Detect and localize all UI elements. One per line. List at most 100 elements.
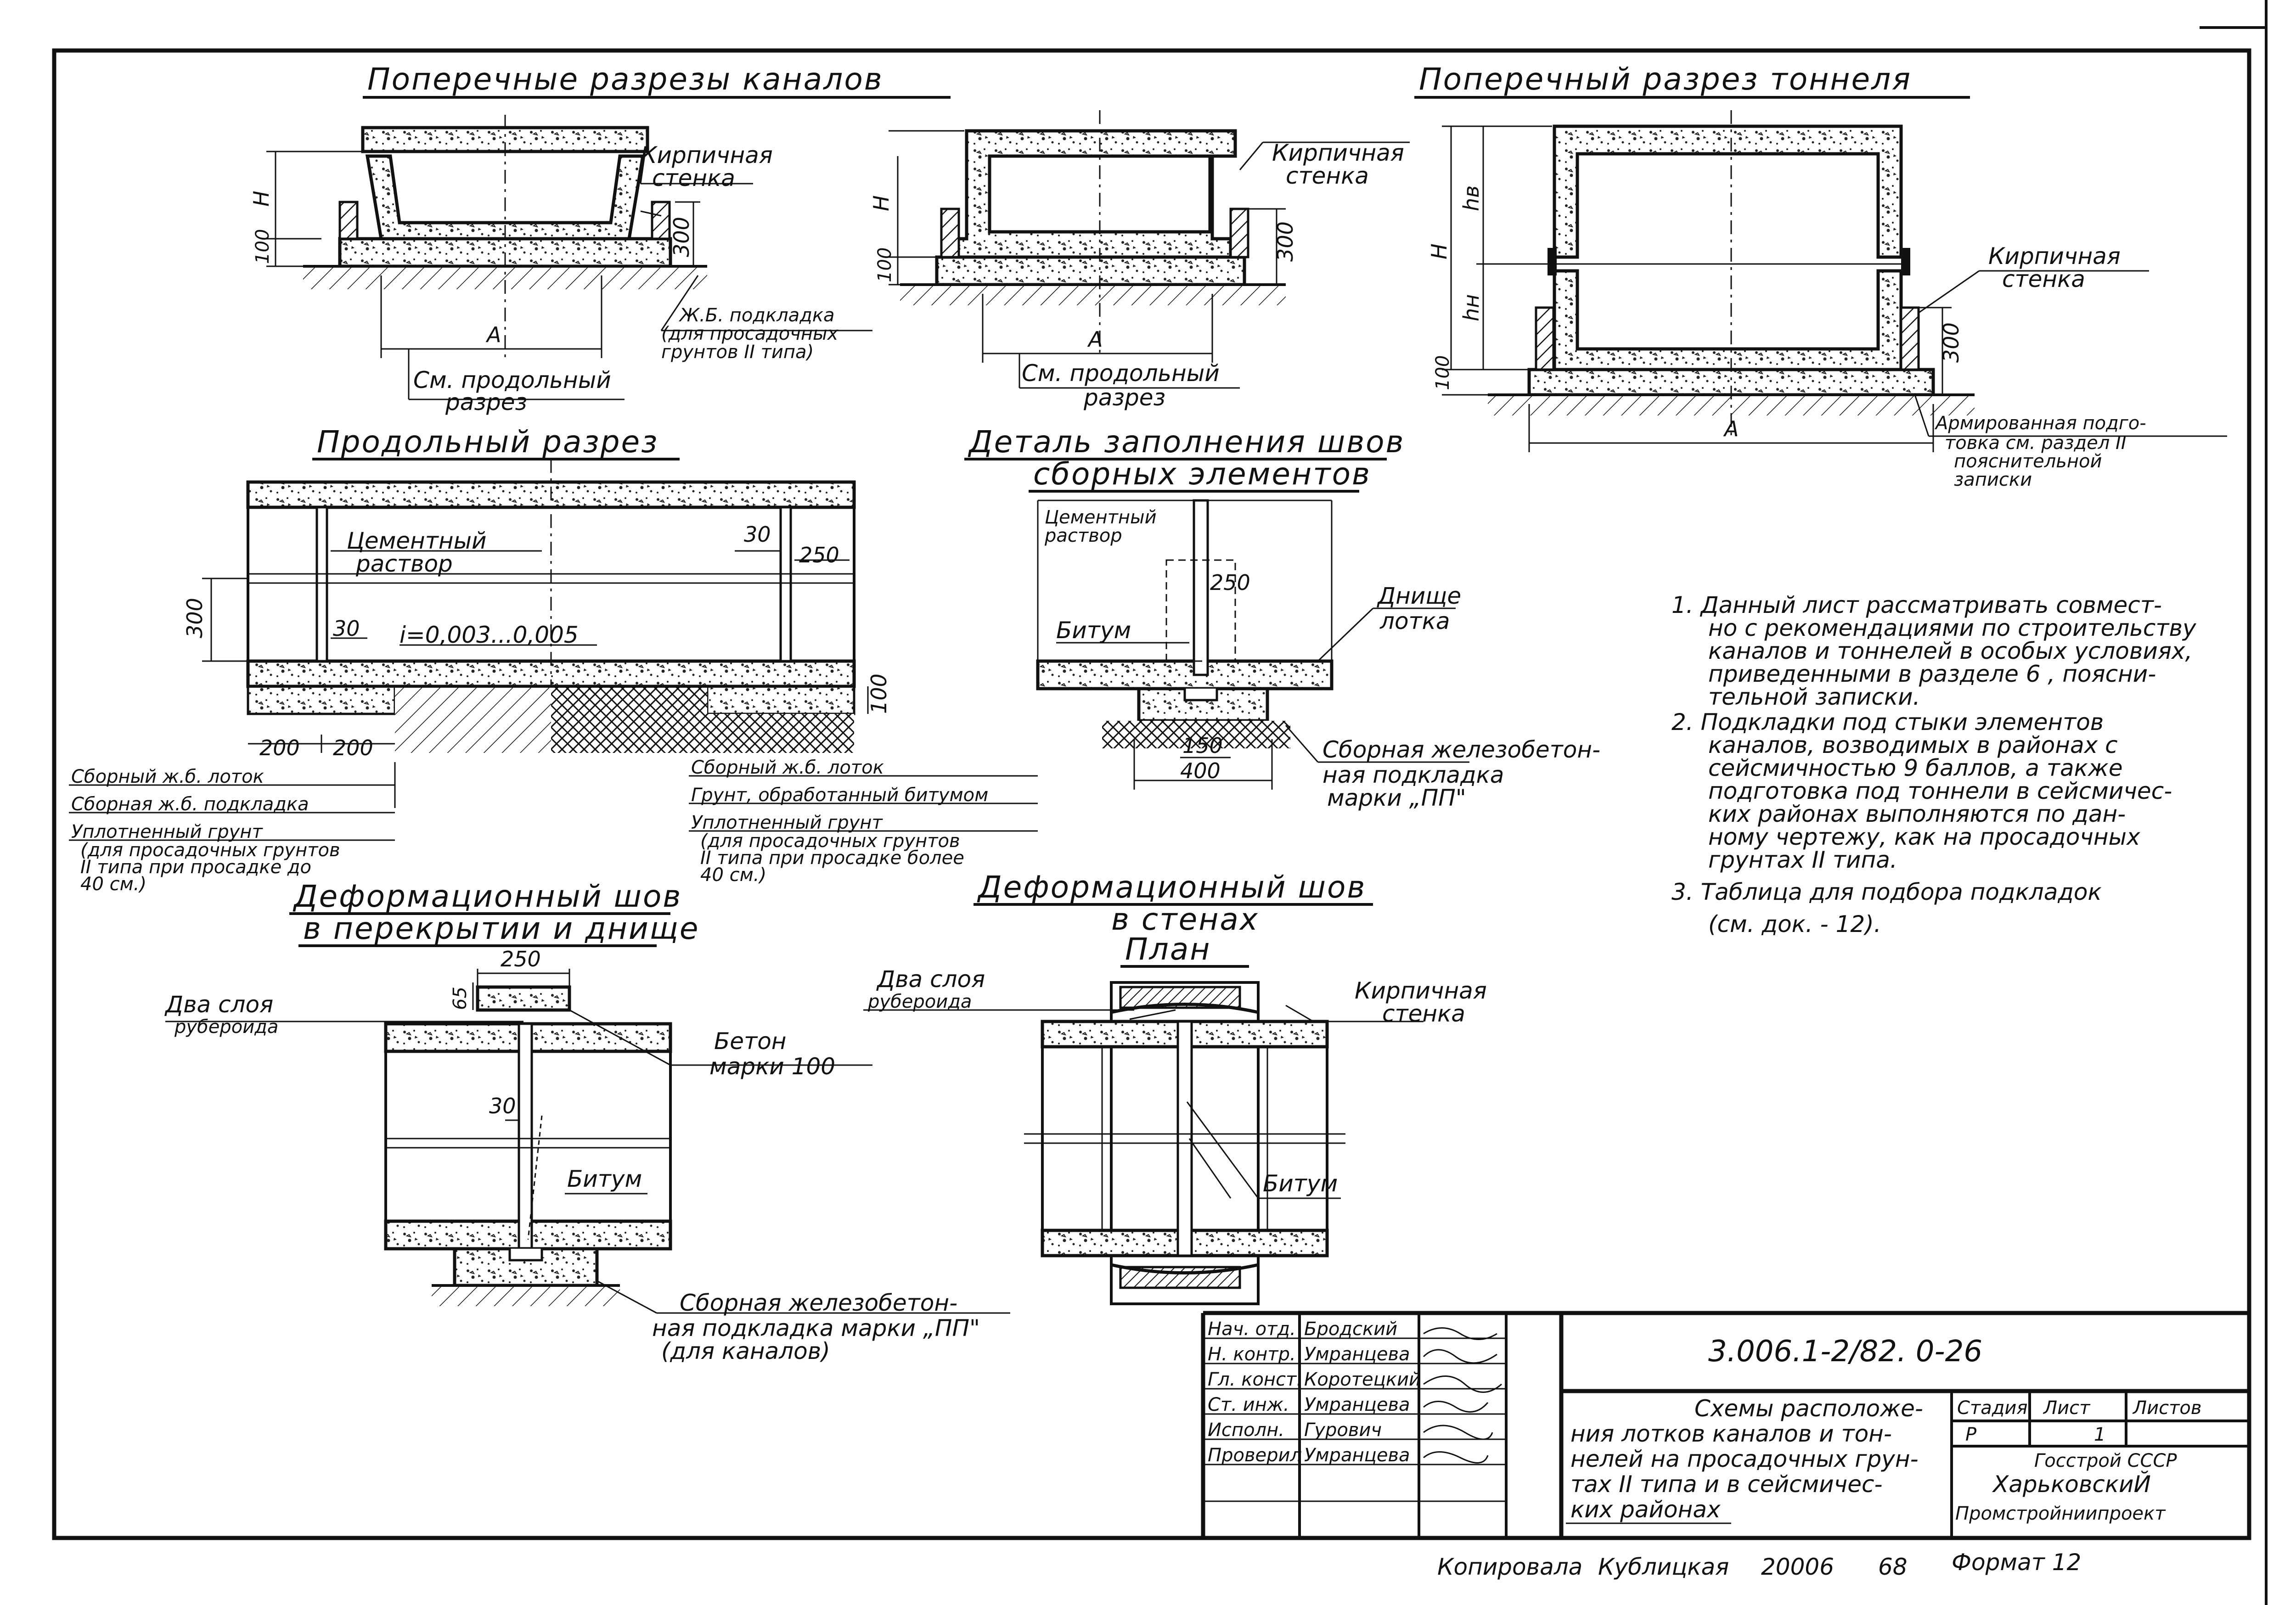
dim-250-3: 250 bbox=[501, 947, 541, 971]
note-line: 3. Таблица для подбора подкладок bbox=[1671, 879, 2102, 905]
two-layers-2a: Два слоя bbox=[876, 966, 985, 993]
tb-desc: ния лотков каналов и тон- bbox=[1570, 1420, 1892, 1447]
tb-desc: тах II типа и в сейсмичес- bbox=[1570, 1471, 1883, 1498]
tb-name: Гурович bbox=[1304, 1420, 1382, 1441]
longitudinal-section bbox=[69, 459, 1038, 841]
canal-section-1 bbox=[266, 115, 872, 400]
footer-copied: Копировала bbox=[1437, 1554, 1582, 1580]
tb-desc: ких районах bbox=[1570, 1496, 1721, 1523]
right-leg-2: Грунт, обработанный битумом bbox=[691, 785, 988, 806]
tb-role: Нач. отд. bbox=[1208, 1319, 1296, 1340]
note-line: каналов, возводимых в районах с bbox=[1708, 732, 2118, 758]
reinf-3: пояснительной bbox=[1954, 451, 2102, 472]
tb-role: Н. контр. bbox=[1208, 1344, 1296, 1365]
slope-label: i=0,003...0,005 bbox=[400, 622, 579, 648]
dim-A-1: A bbox=[485, 322, 501, 347]
cement-1a: Цементный bbox=[347, 528, 487, 554]
dim-30-2: 30 bbox=[744, 522, 771, 547]
dim-65: 65 bbox=[450, 987, 471, 1010]
tb-org-3: Промстройниипроект bbox=[1955, 1503, 2166, 1524]
tb-role: Исполн. bbox=[1208, 1420, 1284, 1441]
title-joint-1: Деталь заполнения швов bbox=[968, 424, 1405, 460]
footer-format: Формат 12 bbox=[1952, 1549, 2081, 1576]
rc-pad-2: (для просадочных bbox=[661, 323, 838, 344]
brick-wall-1b: стенка bbox=[652, 165, 735, 191]
dim-A-2: A bbox=[1087, 327, 1103, 352]
footer-copier: Кублицкая bbox=[1598, 1554, 1729, 1580]
two-layers-1b: рубероида bbox=[174, 1016, 278, 1038]
title-canal-sections: Поперечные разрезы каналов bbox=[367, 62, 884, 97]
right-leg-6: 40 см.) bbox=[700, 864, 766, 886]
precast-pad-b3: (для каналов) bbox=[661, 1338, 830, 1364]
dim-30-1: 30 bbox=[333, 616, 360, 641]
see-long-1a: См. продольный bbox=[413, 367, 611, 393]
brick-wall-1a: Кирпичная bbox=[641, 142, 773, 168]
tb-org-1: Госстрой СССР bbox=[2034, 1450, 2177, 1471]
dim-300-2: 300 bbox=[1273, 221, 1298, 262]
brick-wall-2b: стенка bbox=[1286, 163, 1369, 189]
tunnel-section bbox=[1442, 110, 2227, 452]
right-leg-1: Сборный ж.б. лоток bbox=[691, 757, 884, 778]
tb-role: Ст. инж. bbox=[1208, 1394, 1289, 1415]
tb-desc: Схемы расположе- bbox=[1694, 1395, 1923, 1422]
bitum-2: Битум bbox=[567, 1166, 642, 1192]
dim-150: 150 bbox=[1182, 733, 1223, 758]
precast-pad-3: марки „ПП" bbox=[1327, 785, 1466, 811]
dim-250-2: 250 bbox=[1210, 570, 1250, 595]
dim-100-4: 100 bbox=[867, 673, 891, 714]
dim-400: 400 bbox=[1180, 758, 1221, 783]
tb-sheets-header: Листов bbox=[2132, 1397, 2201, 1419]
precast-pad-2: ная подкладка bbox=[1322, 762, 1504, 788]
tb-sheet-header: Лист bbox=[2043, 1397, 2091, 1419]
dim-200-2: 200 bbox=[333, 735, 373, 760]
joint-detail bbox=[1036, 499, 1469, 790]
brick-wall-4a: Кирпичная bbox=[1355, 977, 1487, 1004]
dim-250-1: 250 bbox=[799, 543, 839, 567]
title-deform-wall-3: План bbox=[1125, 932, 1211, 967]
precast-pad-b1: Сборная железобетон- bbox=[680, 1290, 957, 1316]
note-line: 1. Данный лист рассматривать совмест- bbox=[1671, 592, 2162, 618]
left-leg-5: II типа при просадке до bbox=[80, 857, 311, 878]
tb-role: Гл. конст. bbox=[1208, 1369, 1302, 1390]
note-line: приведенными в разделе 6 , поясни- bbox=[1708, 661, 2156, 687]
note-line: сейсмичностью 9 баллов, а также bbox=[1708, 755, 2123, 781]
sheet-frame bbox=[52, 48, 2251, 1540]
title-deform-slab-2: в перекрытии и днище bbox=[303, 911, 700, 946]
note-line: грунтах II типа. bbox=[1708, 847, 1897, 873]
note-line: 2. Подкладки под стыки элементов bbox=[1671, 709, 2104, 735]
right-leg-4: (для просадочных грунтов bbox=[700, 831, 960, 852]
two-layers-1a: Два слоя bbox=[164, 991, 273, 1018]
title-deform-slab-1: Деформационный шов bbox=[293, 879, 682, 914]
tb-desc: нелей на просадочных грун- bbox=[1570, 1446, 1919, 1472]
left-leg-6: 40 см.) bbox=[80, 874, 146, 895]
brick-wall-3b: стенка bbox=[2002, 266, 2085, 292]
left-leg-1: Сборный ж.б. лоток bbox=[71, 766, 264, 787]
see-long-2b: разрез bbox=[1083, 384, 1165, 411]
rc-pad-3: грунтов II типа) bbox=[661, 342, 814, 363]
reinf-1: Армированная подго- bbox=[1934, 413, 2146, 434]
tb-role: Проверил bbox=[1208, 1445, 1302, 1466]
see-long-1b: разрез bbox=[445, 389, 527, 415]
cement-1b: раствор bbox=[355, 550, 453, 577]
dim-100-2: 100 bbox=[874, 247, 895, 282]
note-line: ному чертежу, как на просадочных bbox=[1708, 824, 2140, 850]
dim-H-2: H bbox=[869, 195, 894, 211]
tray-bottom-2: лотка bbox=[1379, 608, 1450, 634]
dim-300-3: 300 bbox=[1939, 322, 1964, 363]
notes-block: 1. Данный лист рассматривать совмест- но… bbox=[1671, 592, 2197, 937]
right-leg-5: II типа при просадке более bbox=[700, 847, 964, 869]
tb-name: Умранцева bbox=[1304, 1344, 1410, 1365]
right-leg-3: Уплотненный грунт bbox=[691, 812, 883, 833]
brick-wall-3a: Кирпичная bbox=[1988, 243, 2121, 269]
bitum-1: Битум bbox=[1056, 617, 1131, 644]
dim-100-1: 100 bbox=[252, 229, 273, 264]
title-tunnel-section: Поперечный разрез тоннеля bbox=[1419, 62, 1912, 97]
reinf-4: записки bbox=[1954, 469, 2032, 490]
title-deform-wall-2: в стенах bbox=[1111, 902, 1259, 937]
rc-pad-1: Ж.Б. подкладка bbox=[678, 305, 835, 326]
dim-30-3: 30 bbox=[489, 1094, 516, 1118]
note-line: тельной записки. bbox=[1708, 684, 1920, 710]
dim-A-3: A bbox=[1723, 416, 1739, 441]
